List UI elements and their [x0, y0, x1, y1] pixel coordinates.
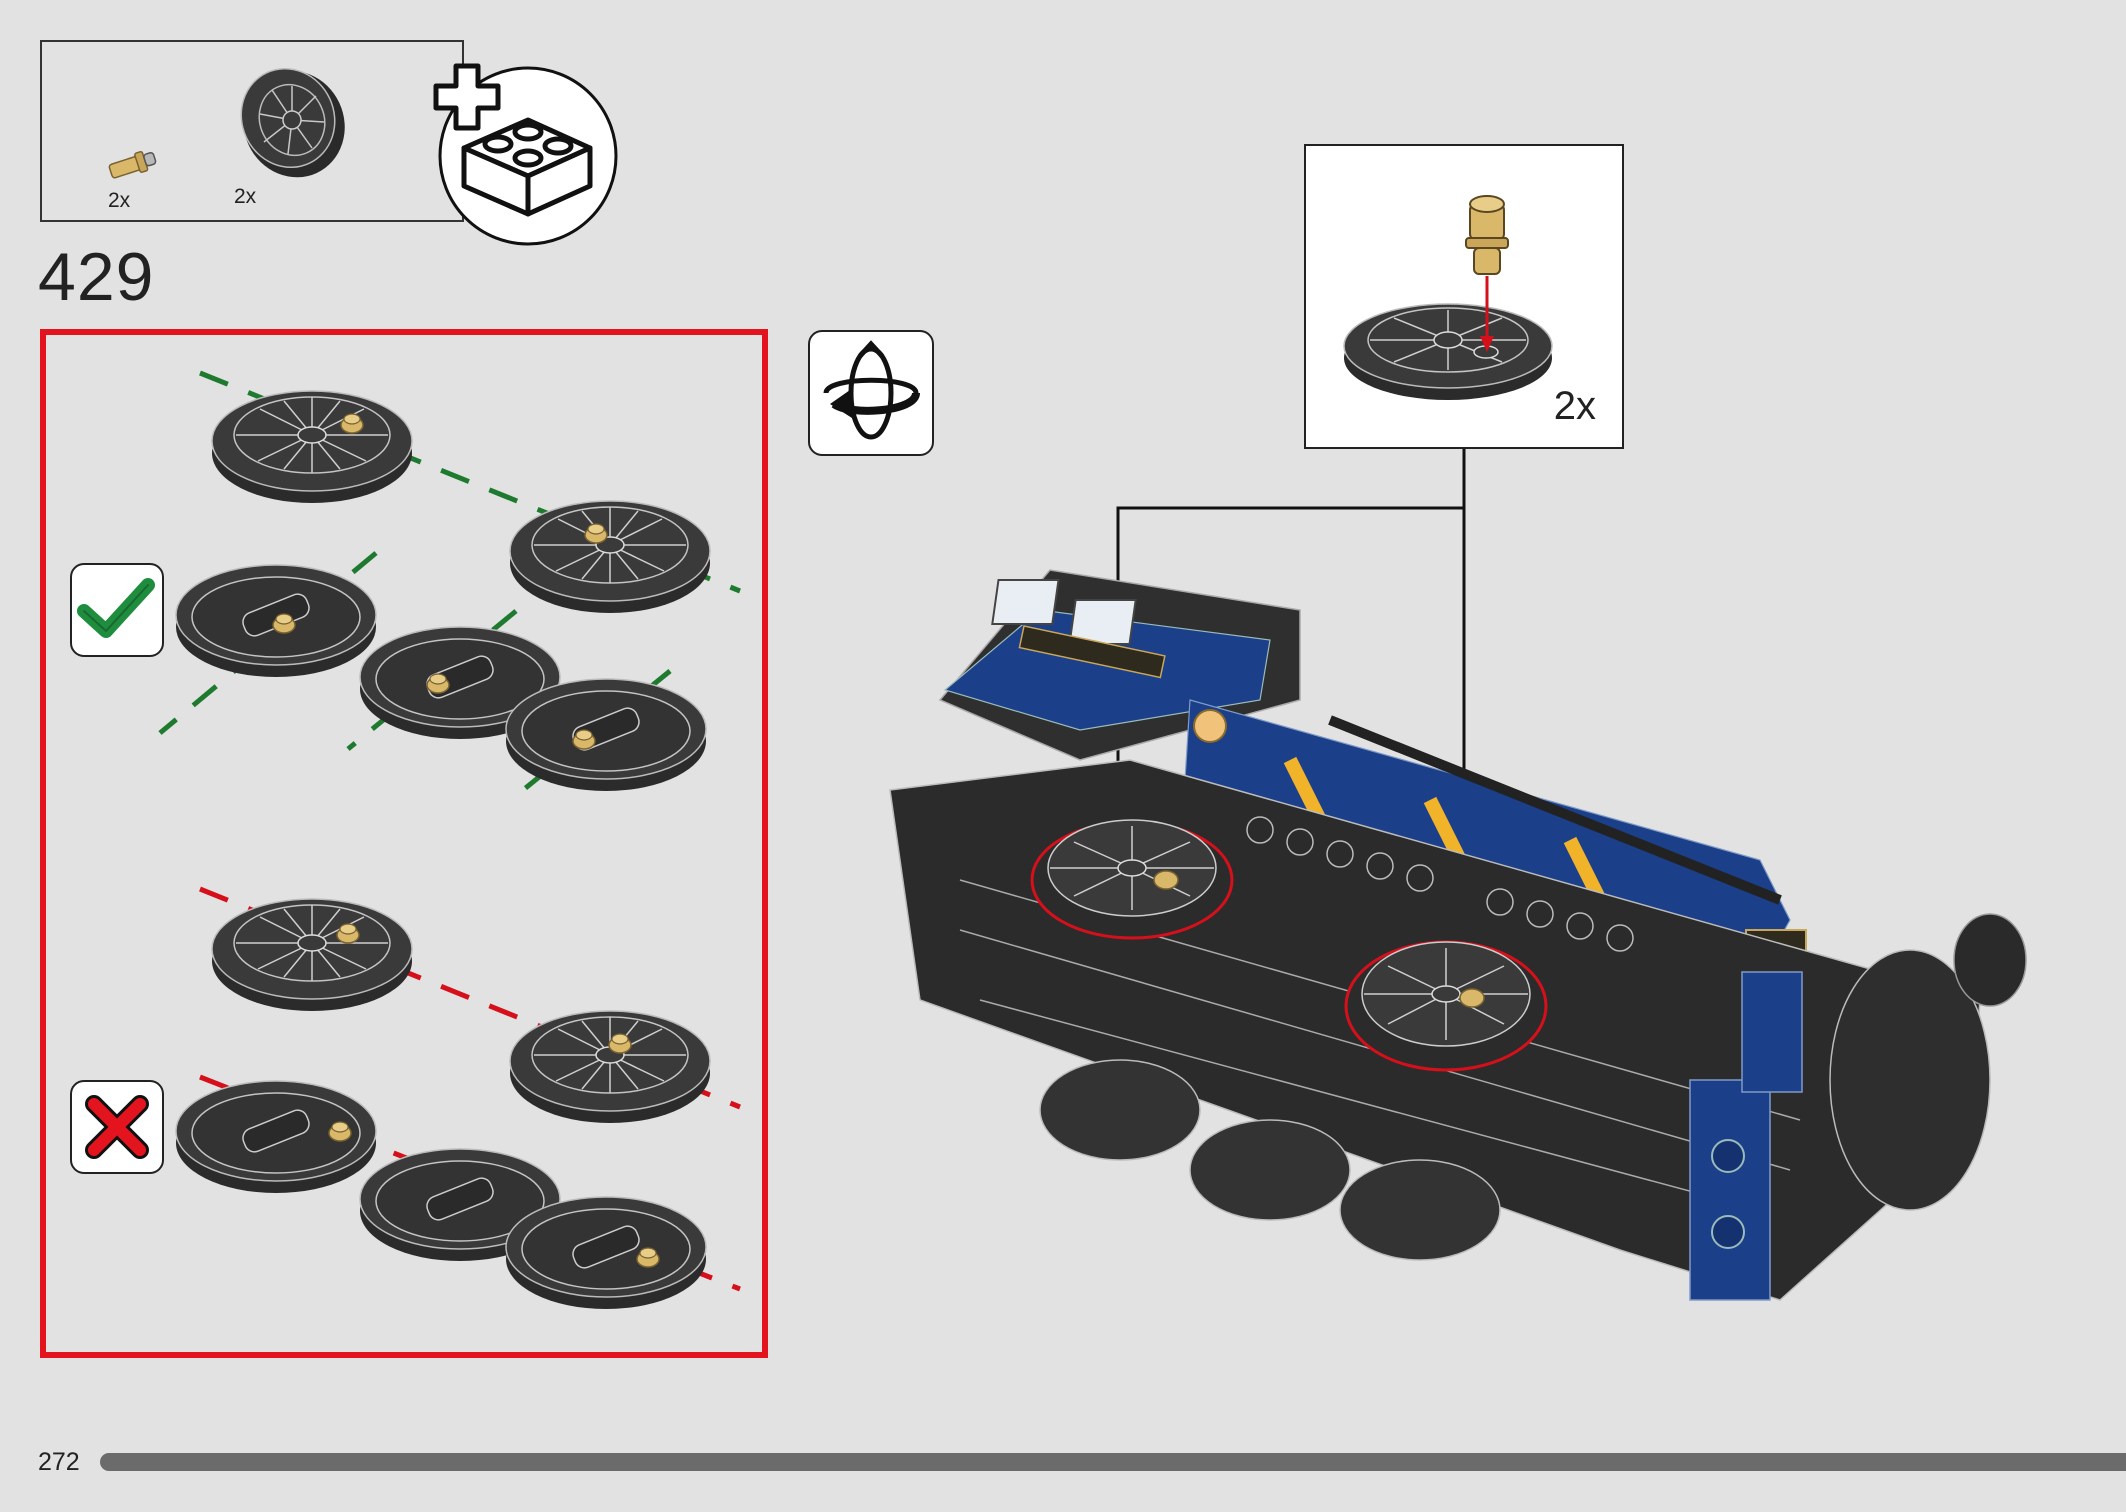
highlighted-wheel-2 [1344, 940, 1548, 1072]
parts-list-box: 2x 2x [40, 40, 464, 222]
correct-mark-box [70, 563, 164, 657]
page-number: 272 [38, 1448, 80, 1476]
pin-icon [108, 150, 157, 179]
incorrect-orientation-example [175, 886, 741, 1310]
callout-quantity: 2x [1553, 384, 1596, 428]
progress-bar [100, 1453, 2126, 1471]
wheel-orientation-comparison [158, 370, 741, 1310]
locomotive-body [938, 569, 1807, 1011]
rotate-model-box [808, 330, 934, 456]
incorrect-mark-box [70, 1080, 164, 1174]
wheel-with-pin-icon [1343, 195, 1553, 400]
locomotive-model-illustration [889, 449, 2027, 1301]
subassembly-plus-brick-icon [433, 63, 618, 246]
checkmark-icon [77, 578, 155, 638]
pin-quantity: 2x [108, 189, 131, 212]
orientation-comparison-frame [40, 329, 768, 1358]
rotate-model-icon [823, 340, 920, 440]
highlighted-wheel-1 [1030, 819, 1234, 940]
subassembly-callout: 2x [1304, 144, 1624, 449]
correct-orientation-example [158, 370, 741, 801]
cross-icon [85, 1095, 149, 1159]
wheel-quantity: 2x [234, 185, 257, 208]
spoked-wheel-icon [240, 67, 345, 178]
step-number: 429 [38, 239, 155, 315]
callout-pin [1465, 195, 1509, 275]
